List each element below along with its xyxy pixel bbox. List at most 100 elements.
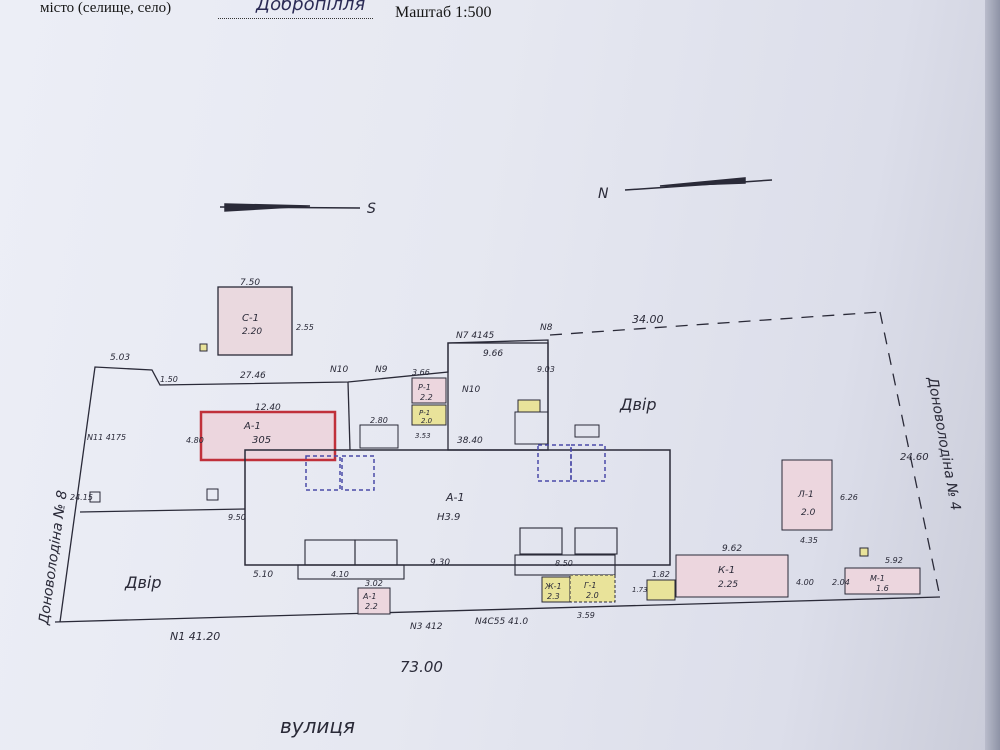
dim-2460: 24.60 bbox=[900, 452, 929, 463]
a1-main-name: А-1 bbox=[445, 491, 465, 504]
k1-area: 2.25 bbox=[718, 580, 738, 590]
dim-850: 8.50 bbox=[555, 559, 573, 568]
c1-name: С-1 bbox=[242, 313, 259, 324]
dim-435: 4.35 bbox=[800, 536, 818, 545]
c1-marker bbox=[199, 343, 208, 352]
a1-main-area: Н3.9 bbox=[437, 512, 460, 523]
l1-area: 2.0 bbox=[801, 508, 816, 518]
building-k1 bbox=[675, 554, 789, 598]
marker-right bbox=[859, 547, 869, 557]
yard-label-left: Двір bbox=[124, 573, 162, 592]
dim-400: 4.00 bbox=[796, 578, 814, 587]
dim-182: 1.82 bbox=[652, 570, 670, 579]
street-label-right: Доноволодіна № 4 bbox=[924, 375, 963, 512]
south-porches bbox=[297, 527, 618, 580]
dim-359: 3.59 bbox=[577, 611, 595, 620]
paper-edge bbox=[985, 0, 1000, 750]
dim-592: 5.92 bbox=[885, 556, 903, 565]
dim-930: 9.30 bbox=[430, 558, 450, 568]
dim-n4: N4C55 41.0 bbox=[475, 617, 528, 627]
dim-503: 5.03 bbox=[110, 353, 130, 363]
p1-lower-name: Р-1 bbox=[419, 409, 430, 417]
dim-255: 2.55 bbox=[296, 323, 314, 332]
city-label: місто (селище, село) bbox=[40, 0, 172, 16]
yard-label-right: Двір bbox=[619, 395, 657, 414]
dim-n7: N7 4145 bbox=[456, 331, 494, 341]
dim-510: 5.10 bbox=[253, 570, 273, 580]
marker-left-1 bbox=[89, 491, 101, 503]
building-a1-main bbox=[244, 449, 671, 566]
dim-204: 2.04 bbox=[832, 578, 850, 587]
c1-area: 2.20 bbox=[242, 327, 262, 337]
a1-bottom-name: А-1 bbox=[362, 592, 376, 601]
g1-area: 2.0 bbox=[586, 591, 599, 600]
dim-bottom-left: N1 41.20 bbox=[170, 630, 220, 643]
south-arrow bbox=[219, 203, 361, 212]
dim-903: 9.03 bbox=[537, 365, 555, 374]
dim-n11: N11 4175 bbox=[87, 433, 126, 442]
porch-left bbox=[359, 424, 399, 449]
city-value: Добропілля bbox=[256, 0, 366, 15]
dim-280: 2.80 bbox=[370, 416, 388, 425]
dim-150: 1.50 bbox=[160, 375, 178, 384]
city-underline bbox=[218, 18, 373, 19]
dim-173: 1.73 bbox=[632, 586, 648, 594]
dim-950: 9.50 bbox=[228, 513, 246, 522]
m1-name: М-1 bbox=[870, 574, 885, 583]
dim-962: 9.62 bbox=[722, 544, 742, 554]
dim-n9: N9 bbox=[375, 365, 388, 375]
dim-353: 3.53 bbox=[415, 432, 431, 440]
dim-626: 6.26 bbox=[840, 493, 858, 502]
room-p1 bbox=[411, 377, 447, 404]
building-annex bbox=[447, 342, 549, 451]
north-label: N bbox=[598, 186, 609, 202]
street-label-bottom: вулиця bbox=[280, 714, 355, 738]
building-g1 bbox=[569, 574, 616, 603]
building-c1 bbox=[217, 286, 293, 356]
room-p1-lower bbox=[411, 404, 447, 426]
dim-n10b: N10 bbox=[462, 385, 480, 395]
p1-area: 2.2 bbox=[420, 393, 433, 402]
dim-top-line: 34.00 bbox=[632, 313, 664, 326]
marker-left-2 bbox=[206, 488, 219, 501]
a1-small-area: 305 bbox=[252, 435, 271, 446]
south-label: S bbox=[367, 201, 376, 217]
m1-area: 1.6 bbox=[876, 584, 889, 593]
l1-name: Л-1 bbox=[797, 490, 814, 500]
dim-total: 73.00 bbox=[400, 658, 443, 676]
dim-3840: 38.40 bbox=[457, 436, 483, 446]
dim-302: 3.02 bbox=[365, 579, 383, 588]
dim-2415: 24.15 bbox=[70, 493, 93, 502]
building-m1 bbox=[844, 567, 921, 595]
a1-small-name: А-1 bbox=[243, 421, 261, 432]
z1-name: Ж-1 bbox=[544, 582, 562, 591]
dim-410: 4.10 bbox=[331, 570, 349, 579]
p1-lower-area: 2.0 bbox=[421, 417, 433, 425]
dim-n8: N8 bbox=[540, 323, 553, 333]
scale-label: Маштаб 1:500 bbox=[395, 4, 492, 21]
z1-area: 2.3 bbox=[547, 592, 560, 601]
porch-right bbox=[514, 411, 549, 445]
building-a1-bottom bbox=[357, 587, 391, 615]
building-z1 bbox=[541, 576, 571, 603]
k1-name: К-1 bbox=[718, 565, 735, 576]
blue-dashed-rooms bbox=[305, 444, 606, 491]
dim-480: 4.80 bbox=[186, 436, 204, 445]
porch-step bbox=[574, 424, 600, 438]
dim-n3: N3 412 bbox=[410, 622, 443, 632]
building-a1-small bbox=[199, 410, 337, 462]
dim-750: 7.50 bbox=[240, 278, 260, 288]
dim-n10a: N10 bbox=[330, 365, 348, 375]
dim-1240: 12.40 bbox=[255, 403, 281, 413]
porch-right-fill bbox=[517, 399, 541, 413]
parcel-boundary bbox=[54, 311, 941, 623]
street-label-left: Доноволодіна № 8 bbox=[36, 489, 71, 626]
dim-966: 9.66 bbox=[483, 349, 503, 359]
north-arrow bbox=[624, 177, 773, 191]
small-shed bbox=[646, 579, 676, 601]
p1-name: Р-1 bbox=[418, 383, 431, 392]
a1-bottom-area: 2.2 bbox=[365, 602, 378, 611]
g1-name: Г-1 bbox=[584, 581, 596, 590]
